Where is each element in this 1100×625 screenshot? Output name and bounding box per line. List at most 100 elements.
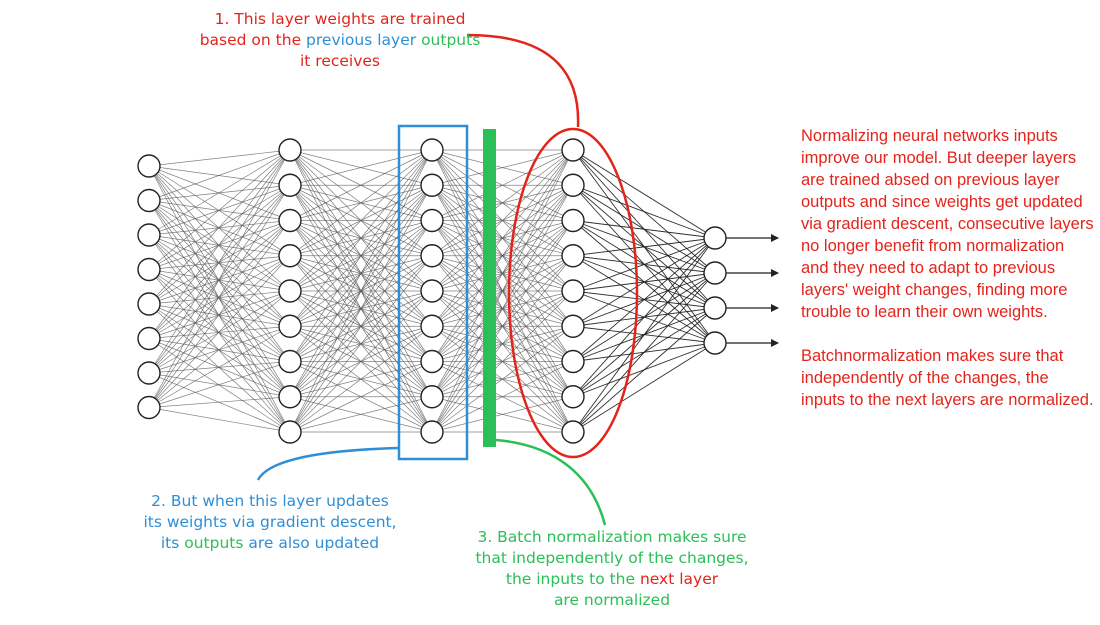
- annotation1-connector: [466, 33, 580, 128]
- connection: [289, 149, 433, 292]
- hidden-layer-3-neuron: [561, 385, 585, 409]
- connection: [572, 342, 716, 433]
- connections-layer-3-to-4: [431, 149, 574, 433]
- annotation2-connector: [256, 446, 400, 481]
- connection: [289, 220, 433, 433]
- connection: [148, 361, 291, 408]
- connection: [148, 149, 291, 201]
- annotation2-line3: its outputs are also updated: [110, 533, 430, 554]
- connection: [289, 255, 433, 433]
- annotation1-line2: based on the previous layer outputs: [130, 30, 550, 51]
- connection: [148, 269, 291, 292]
- hidden-layer-2-neuron: [420, 138, 444, 162]
- input-layer-neuron: [137, 361, 161, 385]
- connection: [431, 149, 574, 257]
- hidden-layer-3-neuron: [561, 420, 585, 444]
- connection: [289, 149, 433, 397]
- connections: [148, 149, 716, 433]
- connection: [148, 200, 291, 257]
- connection: [289, 290, 433, 433]
- connection: [148, 338, 291, 433]
- connection: [572, 307, 716, 433]
- hidden-layer-3-neuron: [561, 244, 585, 268]
- output-layer-neuron: [703, 226, 727, 250]
- annotation3-connector: [495, 438, 607, 526]
- annotation1-line1: 1. This layer weights are trained: [214, 10, 466, 28]
- connection: [572, 237, 716, 327]
- hidden-layer-2-neuron: [420, 314, 444, 338]
- connection: [148, 149, 291, 236]
- connection: [431, 396, 574, 433]
- hidden-layer-2-neuron: [420, 173, 444, 197]
- connection: [572, 149, 716, 239]
- connection: [289, 149, 433, 186]
- connection: [289, 185, 433, 433]
- connection: [148, 234, 291, 292]
- connection: [148, 255, 291, 408]
- connection: [572, 237, 716, 257]
- input-layer-neuron: [137, 326, 161, 351]
- hidden-layer-1-neuron: [278, 173, 302, 197]
- input-layer-neuron: [137, 188, 161, 213]
- connection: [148, 407, 291, 433]
- connection: [572, 237, 716, 362]
- connection: [148, 234, 291, 257]
- connection: [572, 237, 716, 292]
- connection: [148, 372, 291, 398]
- connection: [148, 396, 291, 408]
- connection: [148, 149, 291, 408]
- connection: [572, 237, 716, 398]
- annotation3-text: the inputs to the: [505, 570, 640, 588]
- annotation1-outputs: outputs: [416, 31, 481, 49]
- annotation-2: 2. But when this layer updates its weigh…: [110, 491, 430, 554]
- output-layer-neuron: [703, 331, 727, 355]
- connection: [148, 200, 291, 292]
- connection: [289, 149, 433, 221]
- connection: [148, 303, 291, 327]
- connection: [431, 325, 574, 433]
- hidden-layer-2-neuron: [420, 279, 444, 303]
- annotation2-text: its: [160, 534, 185, 552]
- side-paragraph-2: Batchnormalization makes sure that indep…: [801, 347, 1094, 409]
- connection: [431, 149, 574, 397]
- hidden-layer-1-neuron: [278, 420, 302, 444]
- connection: [289, 325, 433, 433]
- annotation-3: 3. Batch normalization makes sure that i…: [452, 527, 772, 611]
- annotation2-line1: 2. But when this layer updates: [151, 492, 389, 510]
- connection: [148, 149, 291, 270]
- hidden-layer-1-neuron: [278, 314, 302, 338]
- hidden-layer-1-neuron: [278, 138, 302, 162]
- connections-layer-1-to-2: [148, 149, 291, 433]
- connection: [431, 361, 574, 433]
- hidden-layer-2-neuron: [420, 208, 444, 233]
- batch-normalization-bar: [483, 129, 496, 447]
- side-paragraph-1: Normalizing neural networks inputs impro…: [801, 127, 1094, 321]
- connection: [572, 272, 716, 433]
- hidden-layer-1-neuron: [278, 244, 302, 268]
- annotation3-line3: the inputs to the next layer: [452, 569, 772, 590]
- connection: [148, 149, 291, 339]
- hidden-layer-1-neuron: [278, 385, 302, 409]
- neurons: [137, 138, 727, 444]
- output-layer-neuron: [703, 261, 727, 285]
- connection: [148, 220, 291, 408]
- connection: [431, 255, 574, 433]
- next-layer-ellipse: [507, 127, 639, 459]
- connection: [148, 149, 291, 167]
- connection: [148, 290, 291, 408]
- hidden-layer-2-neuron: [420, 420, 444, 444]
- hidden-layer-3-neuron: [561, 314, 585, 338]
- annotation1-text: based on the: [199, 31, 307, 49]
- connection: [289, 149, 433, 257]
- annotation2-text-end: are also updated: [243, 534, 380, 552]
- connection: [148, 303, 291, 362]
- connection: [431, 185, 574, 433]
- connection: [148, 165, 291, 186]
- connection: [148, 325, 291, 408]
- hidden-layer-3-neuron: [561, 208, 585, 233]
- output-layer-neuron: [703, 296, 727, 320]
- connection: [148, 338, 291, 362]
- hidden-layer-1-neuron: [278, 279, 302, 303]
- connection: [431, 149, 574, 362]
